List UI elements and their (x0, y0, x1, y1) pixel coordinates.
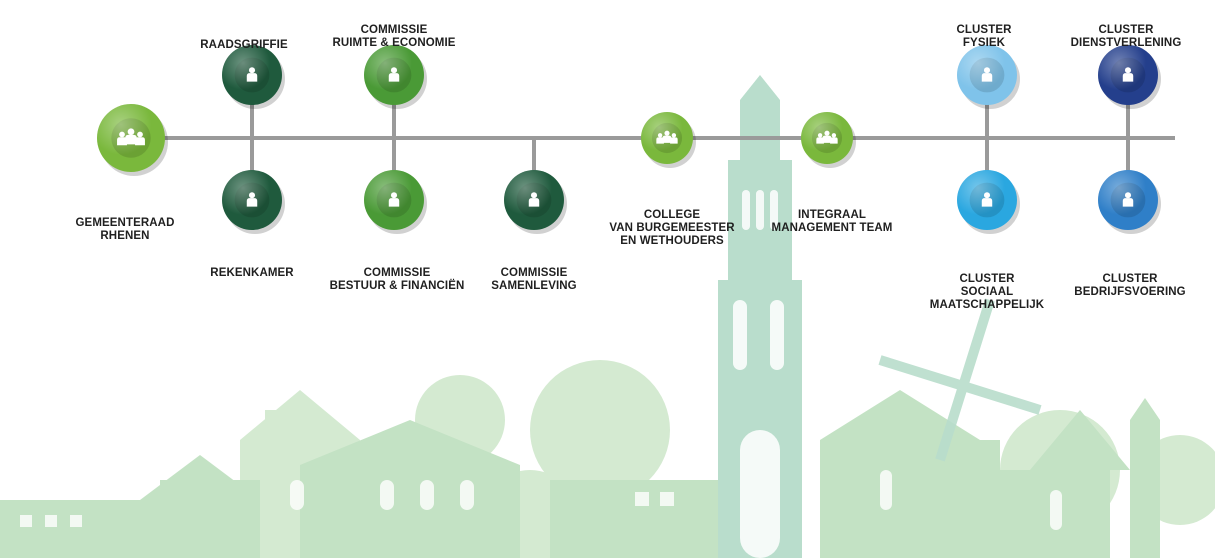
node-cluster-bedrijfsvoering (1098, 170, 1161, 234)
node-college (641, 112, 696, 168)
label-rekenkamer: REKENKAMER (210, 267, 294, 279)
node-raadsgriffie (222, 45, 285, 109)
people-group-icon (656, 130, 678, 144)
node-commissie-bestuur (364, 170, 427, 234)
node-commissie-samenleving (504, 170, 567, 234)
person-icon (981, 192, 993, 207)
person-icon (1122, 67, 1134, 82)
node-commissie-ruimte (364, 45, 427, 109)
label-raadsgriffie: RAADSGRIFFIE (200, 39, 288, 51)
person-icon (1122, 192, 1134, 207)
node-integraal (801, 112, 856, 168)
node-cluster-dienstverlening (1098, 45, 1161, 109)
people-group-icon (816, 130, 838, 144)
person-icon (388, 67, 400, 82)
person-icon (388, 192, 400, 207)
person-icon (246, 67, 258, 82)
person-icon (246, 192, 258, 207)
person-icon (981, 67, 993, 82)
node-cluster-sociaal (957, 170, 1020, 234)
node-rekenkamer (222, 170, 285, 234)
person-icon (528, 192, 540, 207)
node-cluster-fysiek (957, 45, 1020, 109)
node-gemeenteraad (97, 104, 168, 176)
people-group-icon (117, 128, 145, 146)
